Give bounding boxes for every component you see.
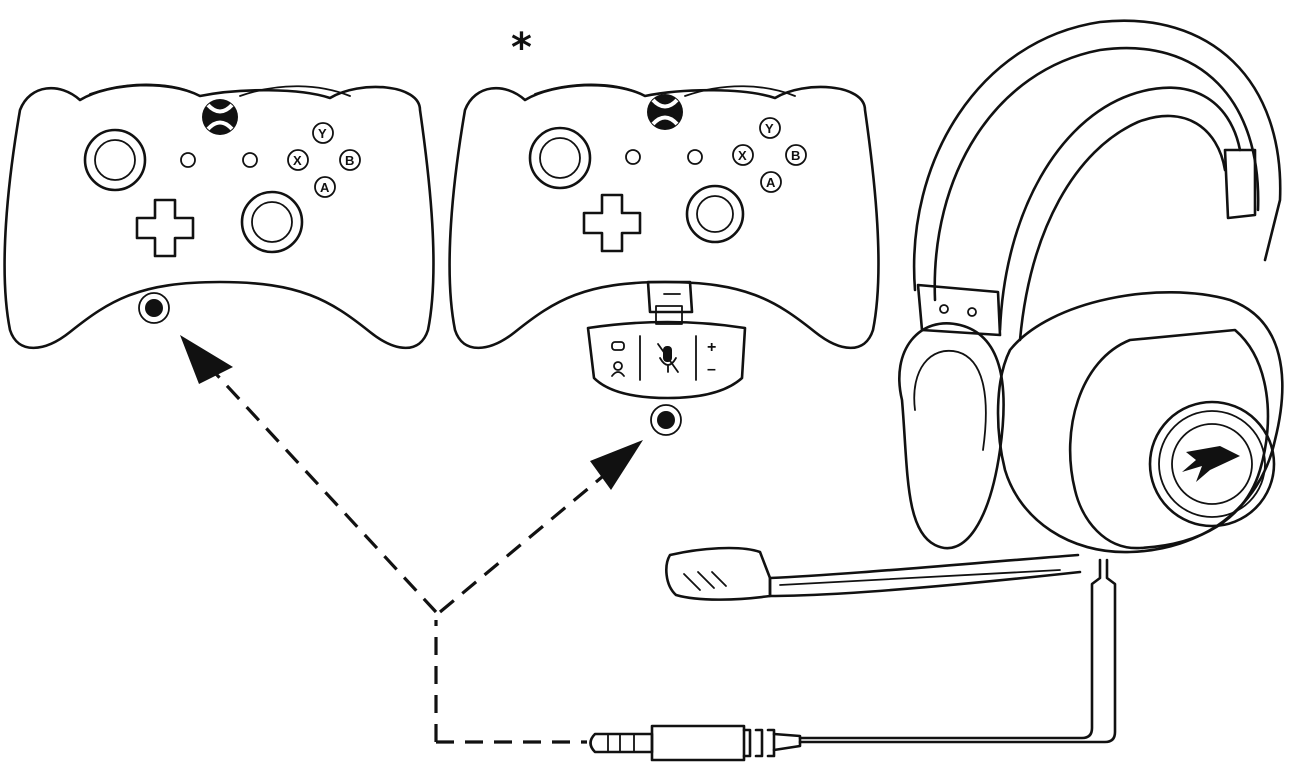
right-stick-icon: [240, 190, 304, 254]
button-b-label: B: [345, 153, 354, 168]
microphone-mute-icon: [657, 343, 679, 373]
headset-jack-left: [138, 292, 170, 324]
volume-up-label: +: [707, 339, 716, 356]
xbox-logo-icon: [647, 94, 683, 130]
left-stick-icon: [83, 128, 147, 192]
arrowhead-middle: [590, 440, 643, 490]
right-stick-icon: [685, 184, 745, 244]
asterisk-note-marker: *: [511, 25, 532, 71]
controller-left: Y X B A: [3, 83, 435, 350]
button-y-label: Y: [765, 121, 774, 136]
xbox-logo-icon: [202, 99, 238, 135]
audio-plug-3-5mm: [589, 724, 802, 762]
menu-button-icon: [242, 152, 258, 168]
connection-arrows: [180, 335, 643, 744]
left-stick-icon: [528, 126, 592, 190]
volume-down-label: –: [707, 361, 716, 378]
menu-button-icon: [687, 149, 703, 165]
button-b-label: B: [791, 148, 800, 163]
view-button-icon: [180, 152, 196, 168]
hyperx-logo-icon: [1182, 446, 1240, 482]
headset-jack-adapter: [650, 404, 682, 436]
chat-balance-icon: [611, 341, 625, 377]
headset: [665, 19, 1284, 601]
arrowhead-left: [180, 335, 233, 384]
view-button-icon: [625, 149, 641, 165]
button-a-label: A: [320, 180, 330, 195]
button-x-label: X: [738, 148, 747, 163]
button-y-label: Y: [318, 126, 327, 141]
headset-cable: [798, 558, 1117, 744]
controller-middle: Y X B A: [448, 83, 880, 350]
button-x-label: X: [293, 153, 302, 168]
stereo-headset-adapter: + –: [586, 280, 747, 436]
button-a-label: A: [766, 175, 776, 190]
dpad-icon: [135, 198, 195, 258]
dpad-icon: [582, 193, 642, 253]
